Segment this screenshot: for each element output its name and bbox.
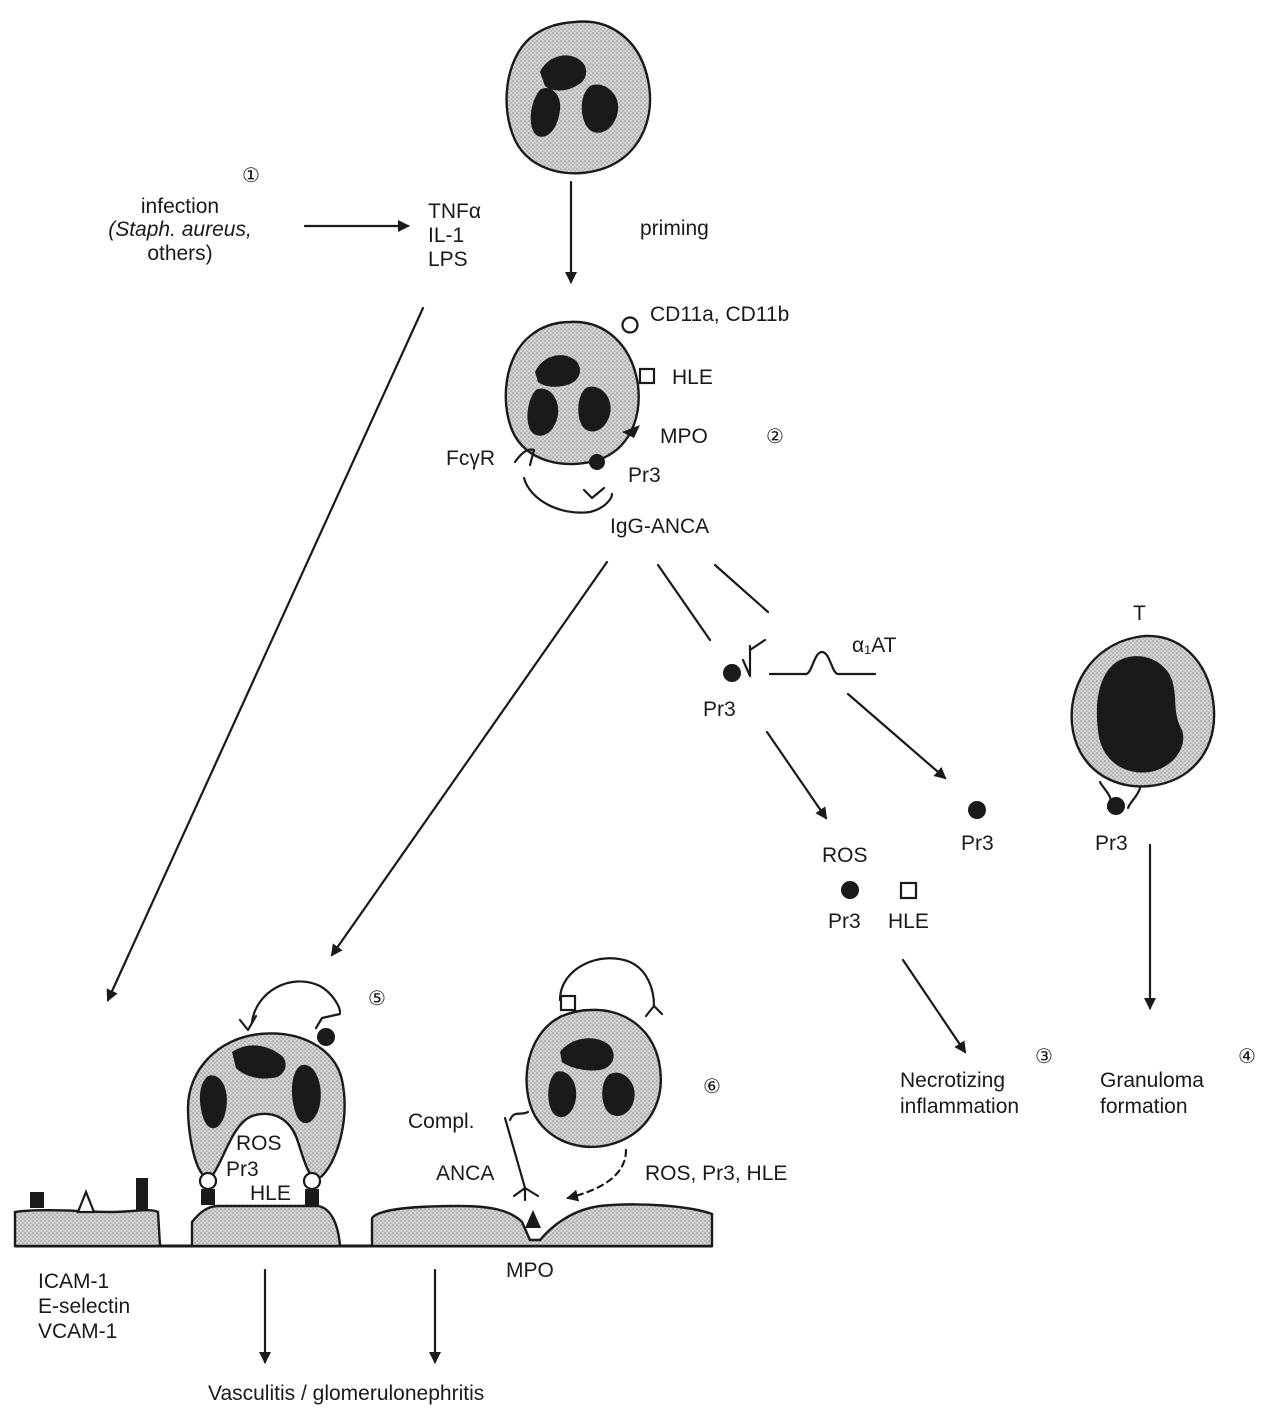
anca-y-shape [741,638,767,678]
ros-pr3-dot [841,881,859,899]
granuloma-label-2: formation [1100,1095,1188,1118]
necrotizing-label-1: Necrotizing [900,1069,1005,1092]
a1at-pr3-arrow [846,692,947,780]
fcgr-6 [508,1110,530,1122]
t-cell [1070,634,1216,788]
cd11-marker [621,316,639,334]
fcgr-label: FcγR [446,447,495,470]
mpo-top-label: MPO [660,425,708,448]
hle-6 [559,994,577,1012]
anca-to-vessel-arrow [330,560,609,957]
eselectin-label: E-selectin [38,1295,130,1318]
anca-crosslink-5 [238,980,342,1032]
vasculitis-label: Vasculitis / glomerulonephritis [208,1382,484,1405]
pr3-5 [317,1028,335,1046]
pr3-free-label: Pr3 [961,832,994,855]
others-label: others) [147,242,212,265]
neutrophil-6 [525,1008,662,1149]
hle-marker [638,367,656,385]
pr3-5-label: Pr3 [226,1158,259,1181]
compl-label: Compl. [408,1110,475,1133]
infection-label: infection [141,195,219,218]
anca-line-2 [713,563,770,614]
pr3-marker [589,454,605,470]
vcam-marker [136,1178,148,1210]
eselectin-marker [76,1189,96,1214]
igg-anca-label: IgG-ANCA [610,515,709,538]
complement-line [503,1116,527,1190]
ros-mid-label: ROS [822,844,868,867]
step4-number: ④ [1238,1046,1256,1068]
granuloma-label-1: Granuloma [1100,1069,1204,1092]
adherent-neutrophil [186,1032,346,1180]
ros-release-arrow [566,1148,628,1202]
pr3-anca-bound [723,664,741,682]
bound-anca [522,476,614,514]
necrotizing-label-2: inflammation [900,1095,1019,1118]
pr3-low-label: Pr3 [828,910,861,933]
cd11-left [198,1171,218,1191]
a1at-label: α₁AT [852,634,897,657]
priming-label: priming [640,217,709,240]
mpo-bottom-label: MPO [506,1259,554,1282]
icam-label: ICAM-1 [38,1270,109,1293]
mpo-on-endothelium [525,1210,541,1228]
anca-label: ANCA [436,1162,494,1185]
step5-number: ⑤ [368,988,386,1010]
mpo-marker [622,425,640,438]
pr3-top-label: Pr3 [628,464,661,487]
icam-left [201,1189,215,1205]
fcgr-receptor [513,448,536,467]
icam-marker [30,1192,44,1208]
ros-hle-square [899,881,918,900]
anca-on-endothelium [512,1186,540,1202]
ros-pr3-hle-label: ROS, Pr3, HLE [645,1162,787,1185]
necrotizing-arrow [901,958,967,1054]
anca-fab [582,486,606,500]
anca-arm-5 [314,1012,342,1030]
cd11-right [302,1171,322,1191]
anca-line-1 [656,563,712,642]
cytokine-endothelium-arrow [106,306,425,1002]
pr3-mid-label: Pr3 [703,698,736,721]
primed-neutrophil [504,320,640,466]
il1-label: IL-1 [428,224,464,247]
pr3-t-label: Pr3 [1095,832,1128,855]
endothelial-cell-3 [370,1203,714,1248]
step6-number: ⑥ [703,1076,721,1098]
staph-label: (Staph. aureus, [108,218,252,241]
cd11-label: CD11a, CD11b [650,303,789,326]
step2-number: ② [766,426,784,448]
step1-number: ① [242,165,260,187]
t-cell-label: T [1133,602,1146,625]
lps-label: LPS [428,248,468,271]
icam-right [305,1189,319,1205]
endothelial-cell-1 [13,1209,162,1248]
hle-top-label: HLE [672,366,713,389]
pr3-ros-arrow [765,730,828,820]
endothelial-cell-2 [190,1204,342,1248]
a1at-shape [768,650,877,676]
tnf-label: TNFα [428,200,481,223]
anca-crosslink-6 [558,957,664,1018]
free-pr3 [968,801,986,819]
t-pr3 [1107,797,1125,815]
hle-5-label: HLE [250,1182,291,1205]
step3-number: ③ [1035,1046,1053,1068]
vcam-label: VCAM-1 [38,1320,117,1343]
ros-5-label: ROS [236,1132,282,1155]
hle-low-label: HLE [888,910,929,933]
resting-neutrophil [505,20,652,175]
